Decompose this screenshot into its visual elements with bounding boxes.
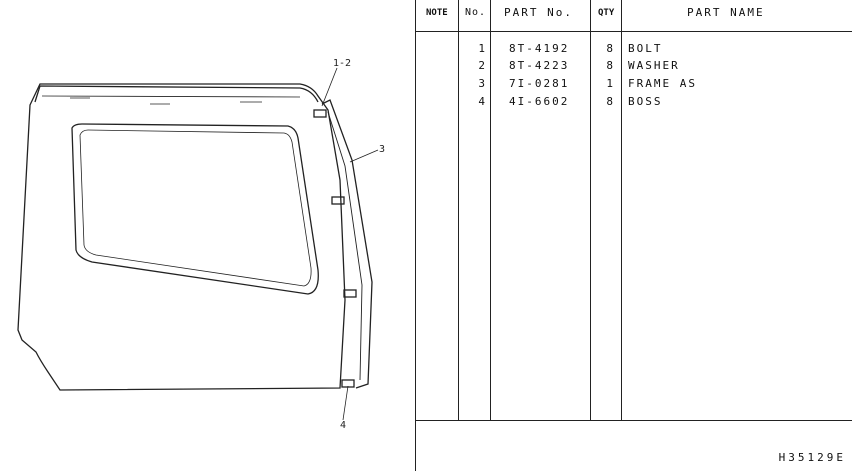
boss-4 [341, 379, 355, 388]
door-outline [17, 83, 346, 391]
header-qty: QTY [598, 8, 615, 18]
callout-3: 3 [379, 144, 385, 155]
leader-1-2 [321, 67, 338, 107]
callout-4: 4 [340, 420, 346, 431]
boss-1 [313, 109, 327, 118]
table-row-4-partno: 4I-6602 [509, 95, 570, 108]
header-part-no: PART No. [504, 6, 573, 19]
table-row-3-partno: 7I-0281 [509, 77, 570, 90]
col-divider-qty [621, 0, 622, 420]
header-no: No. [465, 7, 487, 18]
frame-rail [321, 99, 373, 389]
table-row-4-no: 4 [478, 95, 487, 108]
table-row-2-qty: 8 [606, 59, 615, 72]
table-row-2-no: 2 [478, 59, 487, 72]
table-row-1-no: 1 [478, 42, 487, 55]
footer-divider [415, 420, 852, 421]
cab-door-drawing: 1-2 3 4 [17, 58, 385, 431]
leader-3 [349, 149, 379, 163]
table-row-1-partno: 8T-4192 [509, 42, 570, 55]
table-row-3-name: FRAME AS [628, 77, 697, 90]
table-row-4-qty: 8 [606, 95, 615, 108]
callout-1-2: 1-2 [333, 58, 351, 69]
header-part-name: PART NAME [687, 6, 765, 19]
header-divider [415, 31, 852, 32]
parts-illustration: 1-2 3 4 [0, 0, 415, 471]
leader-4 [342, 385, 349, 421]
col-divider-no [490, 0, 491, 420]
boss-3 [343, 289, 357, 298]
window-inner [79, 129, 312, 287]
table-left-border [415, 0, 416, 471]
table-row-3-qty: 1 [606, 77, 615, 90]
table-row-4-name: BOSS [628, 95, 663, 108]
table-row-1-qty: 8 [606, 42, 615, 55]
table-row-1-name: BOLT [628, 42, 663, 55]
col-divider-note [458, 0, 459, 420]
window-outer [71, 123, 319, 295]
col-divider-partno [590, 0, 591, 420]
drawing-code: H35129E [778, 451, 846, 464]
boss-2 [331, 196, 345, 205]
table-row-2-partno: 8T-4223 [509, 59, 570, 72]
header-note: NOTE [426, 8, 448, 18]
table-row-3-no: 3 [478, 77, 487, 90]
parts-table: NOTE No. PART No. QTY PART NAME 1 8T-419… [415, 0, 852, 471]
table-row-2-name: WASHER [628, 59, 680, 72]
